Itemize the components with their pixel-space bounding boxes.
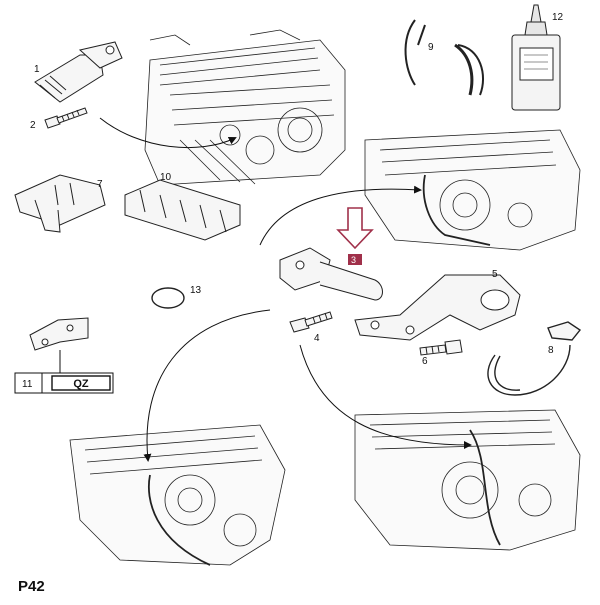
engine-illustration-top (144, 29, 346, 186)
part-13-o-ring (151, 287, 185, 309)
callout-13: 13 (190, 285, 202, 296)
engine-illustration-bottom-left (69, 424, 286, 566)
callout-2: 2 (30, 120, 36, 131)
highlight-callout-box (348, 254, 362, 265)
part-6-bolt (419, 339, 463, 356)
part-2-bolt (44, 107, 88, 129)
callout-3: 3 (351, 255, 356, 265)
engine-illustration-bottom-right (354, 409, 581, 551)
part-1-sensor (34, 41, 123, 103)
callout-12: 12 (552, 12, 564, 23)
part-8-cable-tie (487, 321, 582, 396)
leader-arrow-3 (143, 309, 271, 462)
callout-11: 11 (22, 379, 33, 390)
tag-box-11-outline (14, 372, 114, 394)
callout-8: 8 (548, 345, 554, 356)
part-11-bracket (29, 317, 89, 351)
part-12-bottle (511, 4, 561, 111)
callout-10: 10 (160, 172, 172, 183)
callout-7: 7 (97, 179, 103, 190)
callout-1: 1 (34, 64, 40, 75)
page-code: P42 (18, 578, 45, 595)
part-10-clip-rail (124, 179, 241, 241)
part-9-cable-ties (404, 19, 484, 96)
callout-6: 6 (422, 356, 428, 367)
callout-4: 4 (314, 333, 320, 344)
callout-9: 9 (428, 42, 434, 53)
leader-arrow-2 (259, 185, 422, 246)
part-4-bolt (289, 311, 333, 333)
callout-5: 5 (492, 269, 498, 280)
part-3-sensor (279, 247, 383, 301)
tag-box-text: QZ (73, 378, 89, 390)
leader-arrow-1 (99, 117, 237, 149)
part-7-clip (14, 174, 106, 233)
tag-box-11-inner (51, 375, 111, 391)
engine-illustration-right (364, 129, 581, 251)
part-5-bracket (354, 274, 521, 341)
leader-arrow-4 (299, 344, 472, 449)
highlight-arrow (336, 207, 374, 250)
